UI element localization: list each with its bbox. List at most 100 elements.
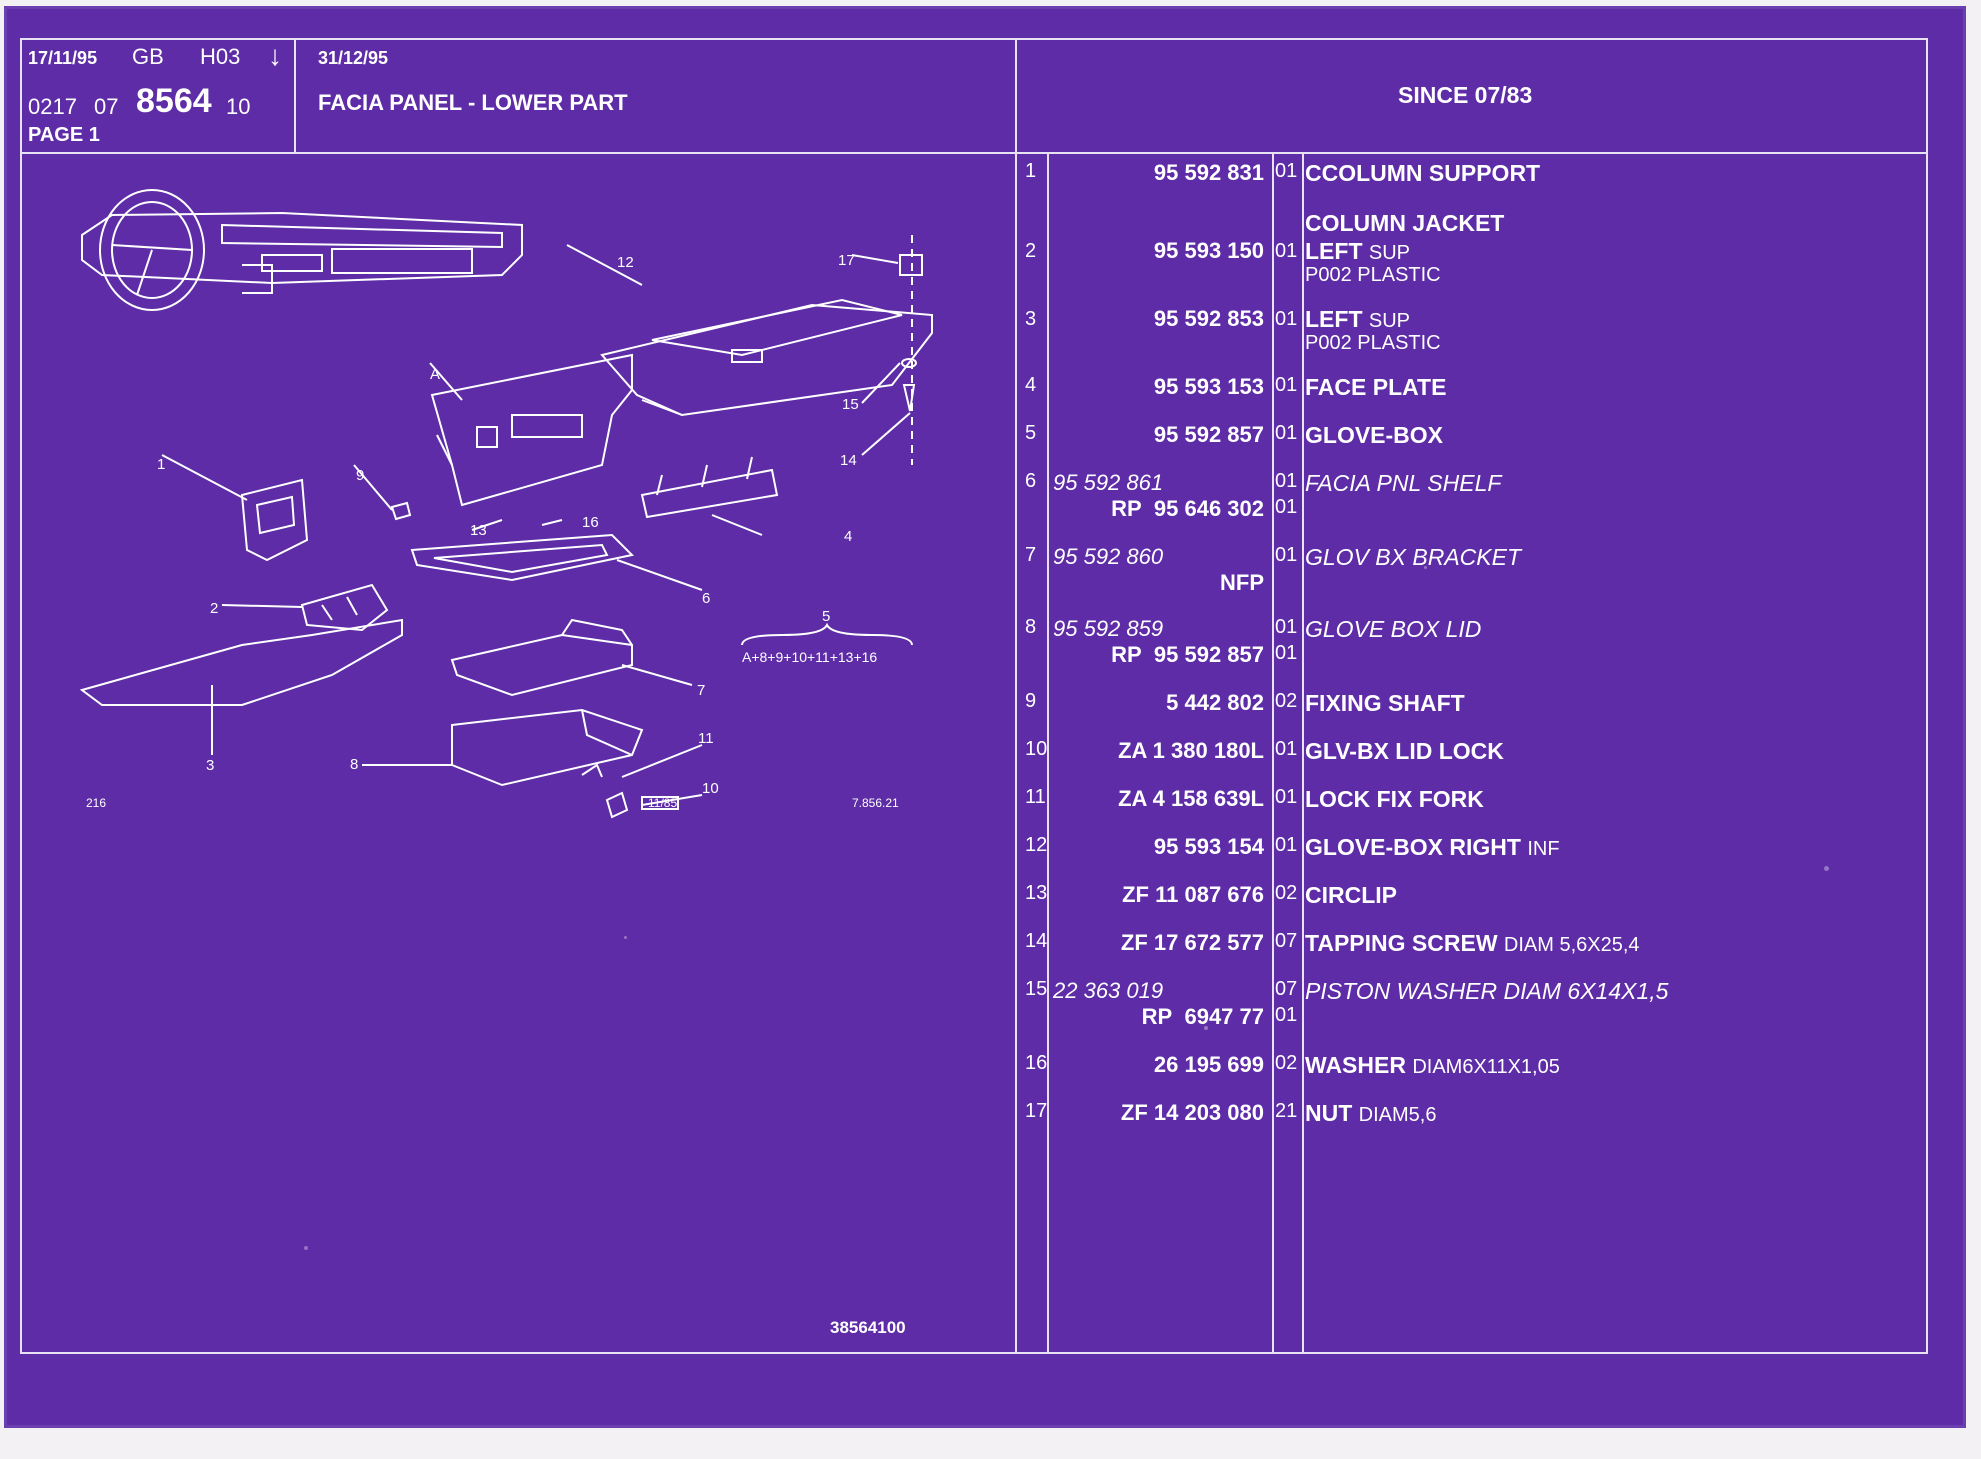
part-desc: LEFT SUP [1305, 238, 1411, 264]
part-row[interactable]: 9 5 442 802 02 FIXING SHAFT [1017, 690, 1927, 738]
part-row[interactable]: 4 95 593 153 01 FACE PLATE [1017, 374, 1927, 422]
callout-12: 12 [617, 254, 634, 271]
callout-17: 17 [838, 252, 855, 269]
part-qty: 01 [1275, 616, 1298, 638]
part-desc: LEFT SUP [1305, 306, 1411, 332]
part-ref: 95 593 153 [1153, 374, 1264, 399]
callout-7: 7 [697, 682, 705, 699]
part-ref: 95 592 861 [1053, 470, 1164, 495]
part-desc: GLOVE-BOX RIGHT INF [1305, 834, 1560, 860]
ref-c: 10 [226, 94, 251, 119]
part-qty: 01 [1275, 834, 1298, 856]
part-alt-qty: 01 [1275, 496, 1298, 518]
part-qty: 21 [1275, 1100, 1298, 1122]
part-row[interactable]: 5 95 592 857 01 GLOVE-BOX [1017, 422, 1927, 470]
part-qty: 01 [1275, 160, 1298, 182]
callout-3: 3 [206, 757, 214, 774]
part-number: 3 [1025, 308, 1037, 330]
document-number: 38564100 [830, 1318, 906, 1337]
part-alt-ref: RP 95 592 857 [1111, 642, 1264, 667]
part-ref: 95 593 154 [1153, 834, 1264, 859]
part-ref: 95 592 853 [1153, 306, 1264, 331]
part-row[interactable]: 12 95 593 154 01 GLOVE-BOX RIGHT INF [1017, 834, 1927, 882]
stamp-code: 11/85 [648, 796, 677, 810]
part-desc: PISTON WASHER DIAM 6X14X1,5 [1305, 978, 1669, 1004]
part-qty: 02 [1275, 882, 1298, 904]
column-jacket-icon [300, 583, 389, 632]
part-number: 4 [1025, 374, 1037, 396]
part-row[interactable]: 13 ZF 11 087 676 02 CIRCLIP [1017, 882, 1927, 930]
part-alt-ref: RP 6947 77 [1141, 1004, 1264, 1029]
part-alt-qty: 01 [1275, 1004, 1298, 1026]
part-qty: 07 [1275, 978, 1298, 1000]
part-row[interactable]: 11 ZA 4 158 639L 01 LOCK FIX FORK [1017, 786, 1927, 834]
sheet-frame: 17/11/95 GB H03 ↓ 0217 07 8564 10 PAGE 1… [20, 38, 1928, 1354]
part-alt-qty: 01 [1275, 642, 1298, 664]
page-label: PAGE 1 [28, 124, 100, 146]
part-row[interactable]: 7 95 592 860 01 GLOV BX BRACKET NFP [1017, 544, 1927, 600]
part-row[interactable]: 16 26 195 699 02 WASHER DIAM6X11X1,05 [1017, 1052, 1927, 1100]
part-number: 9 [1025, 690, 1037, 712]
part-row[interactable]: 17 ZF 14 203 080 21 NUT DIAM5,6 [1017, 1100, 1927, 1148]
ref-a: 0217 [28, 94, 77, 119]
part-qty: 01 [1275, 544, 1298, 566]
part-number: 10 [1025, 738, 1048, 760]
part-row[interactable]: 3 95 592 853 01 LEFT SUP P002 PLASTIC [1017, 304, 1927, 360]
page-title: FACIA PANEL - LOWER PART [318, 90, 628, 115]
ref-main: 8564 [136, 82, 212, 120]
speck [1204, 1026, 1208, 1030]
part-group-heading: COLUMN JACKET [1017, 210, 1927, 238]
since-date: SINCE 07/83 [1398, 82, 1533, 108]
col-divider-ref [1272, 152, 1274, 1352]
part-ref: 95 592 857 [1153, 422, 1264, 447]
part-qty: 01 [1275, 470, 1298, 492]
part-row[interactable]: 1 95 592 831 01 CCOLUMN SUPPORT [1017, 160, 1927, 208]
callout-4: 4 [844, 528, 852, 545]
part-ref: 26 195 699 [1153, 1052, 1264, 1077]
speck [624, 936, 627, 939]
part-sub: P002 PLASTIC [1305, 332, 1441, 354]
part-desc: FACE PLATE [1305, 374, 1447, 400]
issue-date: 17/11/95 [28, 48, 98, 68]
callout-5: 5 [822, 608, 830, 625]
part-row[interactable]: 2 95 593 150 01 LEFT SUP P002 PLASTIC [1017, 236, 1927, 292]
header-divider [294, 40, 296, 152]
part-qty: 01 [1275, 786, 1298, 808]
parts-sheet: 17/11/95 GB H03 ↓ 0217 07 8564 10 PAGE 1… [4, 6, 1966, 1428]
part-ref: 95 592 859 [1053, 616, 1164, 641]
speck [1424, 566, 1427, 569]
callout-8: 8 [350, 756, 358, 773]
down-arrow-icon: ↓ [268, 40, 282, 71]
col-divider-qty [1302, 152, 1304, 1352]
corner-right-code: 7.856.21 [852, 796, 899, 810]
part-row[interactable]: 15 22 363 019 07 PISTON WASHER DIAM 6X14… [1017, 978, 1927, 1034]
part-desc: GLOV BX BRACKET [1305, 544, 1522, 570]
callout-11: 11 [698, 730, 714, 747]
column-support-icon [240, 478, 309, 562]
callout-14: 14 [840, 452, 857, 469]
part-qty: 01 [1275, 374, 1298, 396]
callout-A: A [430, 366, 440, 383]
corner-left-code: 216 [86, 796, 106, 810]
group-desc: COLUMN JACKET [1305, 210, 1505, 236]
part-number: 13 [1025, 882, 1048, 904]
part-ref: ZF 17 672 577 [1120, 930, 1264, 955]
callout-13: 13 [470, 522, 487, 539]
part-number: 15 [1025, 978, 1048, 1000]
part-desc: NUT DIAM5,6 [1305, 1100, 1437, 1126]
part-number: 8 [1025, 616, 1037, 638]
part-ref: ZA 1 380 180L [1118, 738, 1264, 763]
part-ref: ZF 14 203 080 [1120, 1100, 1264, 1125]
bracket-icon [640, 456, 779, 519]
part-desc: GLV-BX LID LOCK [1305, 738, 1504, 764]
part-qty: 02 [1275, 690, 1298, 712]
part-number: 7 [1025, 544, 1037, 566]
part-desc: FIXING SHAFT [1305, 690, 1465, 716]
part-row[interactable]: 10 ZA 1 380 180L 01 GLV-BX LID LOCK [1017, 738, 1927, 786]
part-ref: 95 592 860 [1053, 544, 1164, 569]
part-row[interactable]: 14 ZF 17 672 577 07 TAPPING SCREW DIAM 5… [1017, 930, 1927, 978]
part-row[interactable]: 8 95 592 859 01 GLOVE BOX LID RP 95 592 … [1017, 616, 1927, 672]
glove-box-lid-icon [450, 618, 633, 697]
callout-2: 2 [210, 600, 218, 617]
part-row[interactable]: 6 95 592 861 01 FACIA PNL SHELF RP 95 64… [1017, 470, 1927, 526]
